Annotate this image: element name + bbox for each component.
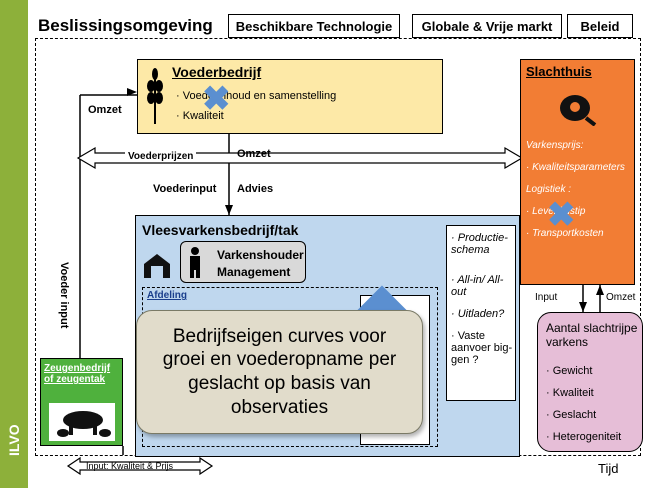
aantal-item: · Gewicht — [546, 365, 593, 377]
varkenshouder-box: Varkenshouder Management — [180, 241, 306, 283]
transport-item: · Transportkosten — [526, 228, 604, 239]
vleesvarkensbedrijf-title: Vleesvarkensbedrijf/tak — [142, 222, 299, 238]
omzet-mid-label: Omzet — [237, 148, 271, 160]
varkenshouder-label: Varkenshouder — [217, 248, 304, 262]
input-label: Input — [535, 292, 558, 303]
allin-item: · All-in/ All-out — [451, 274, 504, 298]
aanvoer-item: · Vaste aanvoer big-gen ? — [451, 330, 513, 366]
curves-callout-text: Bedrijfseigen curves voor groei en voede… — [162, 325, 397, 418]
input-quality-arrow — [66, 456, 214, 476]
omzet-left-label: Omzet — [88, 104, 122, 116]
voeder-input-label: Voeder input — [58, 262, 70, 329]
pig-image — [49, 403, 115, 441]
voeder-item-2: · Kwaliteit — [176, 110, 224, 122]
logistiek-label: Logistiek : — [526, 184, 572, 195]
varkensprijs-label: Varkensprijs: — [526, 140, 584, 151]
technology-box: Beschikbare Technologie — [228, 14, 400, 38]
zeugenbedrijf-box: Zeugenbedrijf of zeugentak — [40, 358, 123, 446]
voederprijzen-label: Voederprijzen — [125, 151, 197, 162]
productie-item: · Productie-schema — [451, 232, 508, 256]
aantal-item: · Kwaliteit — [546, 387, 594, 399]
kwaliteit-item: · Kwaliteitsparameters — [526, 162, 625, 173]
management-label: Management — [217, 265, 291, 279]
tijd-label: Tijd — [598, 461, 619, 476]
omzet-right-label: Omzet — [606, 292, 636, 303]
afdeling-label: Afdeling — [147, 290, 187, 301]
voederinput-label: Voederinput — [153, 183, 217, 195]
diagram-title: Beslissingsomgeving — [38, 16, 213, 35]
input-bottom-label: Input: Kwaliteit & Prijs — [86, 461, 174, 471]
advies-label: Advies — [237, 183, 274, 195]
zeugenbedrijf-title: Zeugenbedrijf of zeugentak — [44, 363, 111, 385]
levertijdstip-item: · Levertijdstip — [526, 206, 586, 217]
aantal-item: · Geslacht — [546, 409, 597, 421]
aantal-box: Aantal slachtrijpe varkens · Gewicht · K… — [537, 312, 643, 452]
slachthuis-box: Slachthuis Varkensprijs: · Kwaliteitspar… — [520, 59, 635, 285]
farmer-icon — [190, 247, 200, 278]
productie-box: · Productie-schema · All-in/ All-out · U… — [446, 225, 516, 401]
curves-callout: Bedrijfseigen curves voor groei en voede… — [136, 310, 423, 434]
slachthuis-title: Slachthuis — [526, 64, 592, 79]
voederbedrijf-box: Voederbedrijf · Voederinhoud en samenste… — [137, 59, 443, 134]
ham-icon — [560, 95, 597, 126]
voeder-item-1: · Voederinhoud en samenstelling — [176, 90, 337, 102]
aantal-title: Aantal slachtrijpe varkens — [546, 321, 638, 349]
cross-icon: ✖ — [202, 80, 231, 118]
barn-icon — [144, 254, 170, 278]
cross-icon: ✖ — [547, 196, 576, 234]
aantal-item: · Heterogeniteit — [546, 431, 622, 443]
voederbedrijf-title: Voederbedrijf — [172, 64, 262, 80]
sidebar-bar — [0, 0, 28, 488]
pig-icon — [57, 411, 111, 437]
wheat-icon — [147, 68, 163, 124]
policy-box: Beleid — [567, 14, 633, 38]
uitladen-item: · Uitladen? — [451, 308, 505, 320]
market-box: Globale & Vrije markt — [412, 14, 562, 38]
